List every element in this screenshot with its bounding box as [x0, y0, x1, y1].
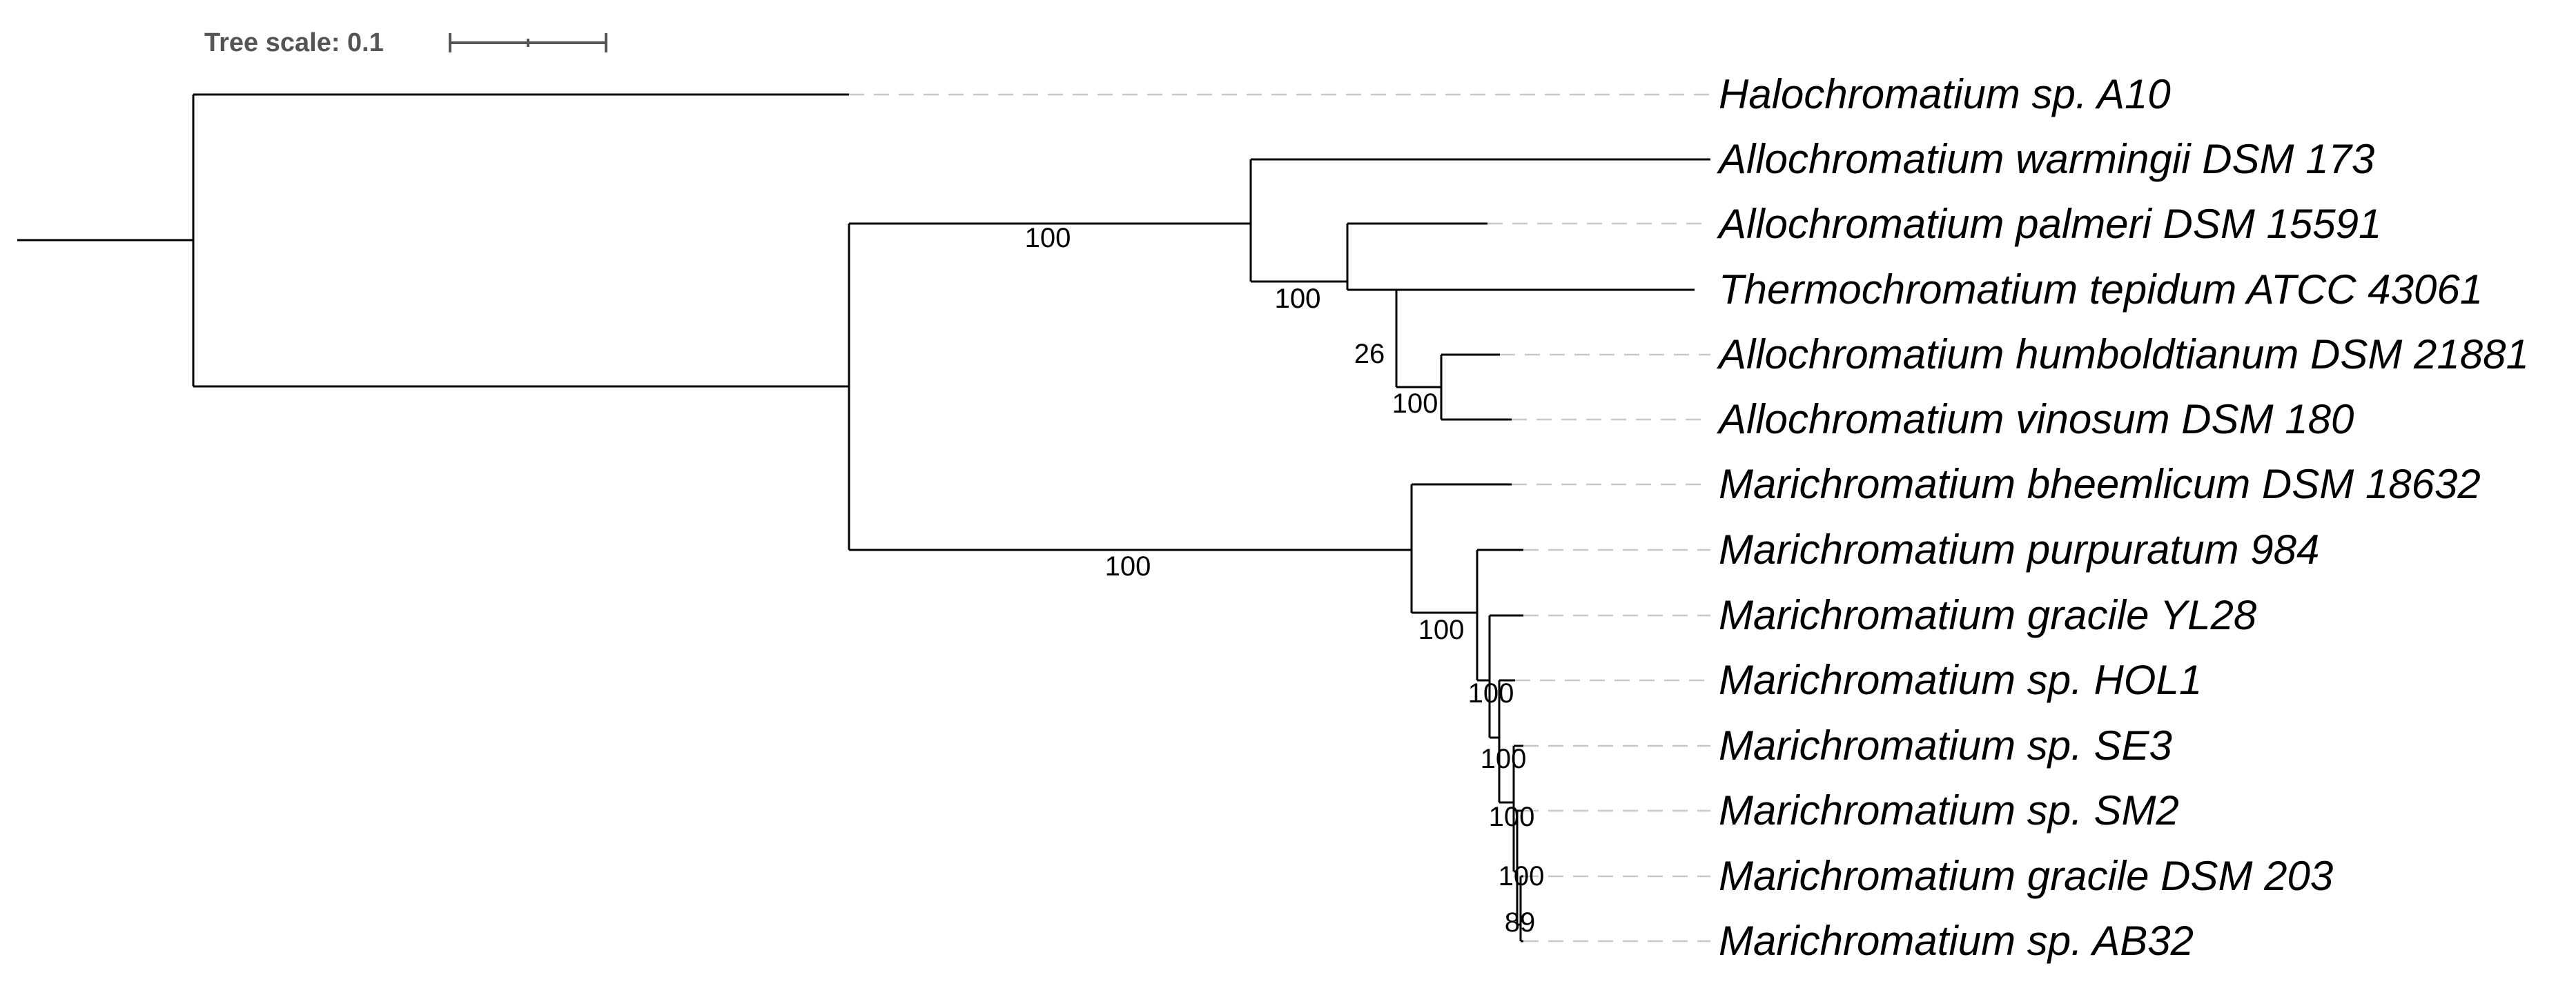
leaf-label: Marichromatium purpuratum 984: [1719, 526, 2319, 573]
leaf-guide-lines: [849, 93, 1710, 943]
leaf-label: Marichromatium sp. SE3: [1719, 722, 2172, 769]
leaf-label: Allochromatium warmingii DSM 173: [1717, 136, 2374, 182]
support-value: 89: [1505, 907, 1536, 938]
leaf-label: Allochromatium palmeri DSM 15591: [1717, 201, 2381, 247]
support-value: 26: [1354, 339, 1385, 369]
leaf-label: Marichromatium bheemlicum DSM 18632: [1719, 461, 2481, 507]
leaf-labels: Halochromatium sp. A10 Allochromatium wa…: [1717, 71, 2529, 964]
support-value: 100: [1025, 223, 1071, 253]
leaf-label: Allochromatium vinosum DSM 180: [1717, 396, 2354, 442]
support-value: 100: [1481, 744, 1527, 774]
support-values: 100 100 100 26 100 100 100 100 100 100 1…: [1025, 223, 1545, 938]
leaf-label: Thermochromatium tepidum ATCC 43061: [1719, 266, 2483, 313]
leaf-label: Halochromatium sp. A10: [1719, 71, 2171, 117]
leaf-label-highlighted: Marichromatium sp. SM2: [1719, 787, 2179, 834]
support-value: 100: [1275, 284, 1321, 314]
support-value: 100: [1499, 861, 1545, 891]
tree-scale-label: Tree scale: 0.1: [204, 28, 384, 57]
tree-scale-legend: Tree scale: 0.1: [204, 28, 607, 57]
tree-branches: [17, 93, 1710, 943]
leaf-label: Marichromatium sp. HOL1: [1719, 657, 2202, 703]
leaf-label: Marichromatium sp. AB32: [1719, 918, 2194, 964]
support-value: 100: [1468, 678, 1514, 709]
support-value: 100: [1275, 284, 1321, 314]
support-value: 100: [1392, 388, 1438, 419]
support-value: 100: [1418, 615, 1465, 645]
leaf-label: Marichromatium gracile DSM 203: [1719, 853, 2333, 899]
leaf-label: Allochromatium humboldtianum DSM 21881: [1717, 331, 2529, 377]
leaf-label: Marichromatium gracile YL28: [1719, 592, 2257, 638]
support-value: 100: [1489, 802, 1535, 832]
support-value: 100: [1105, 551, 1151, 582]
